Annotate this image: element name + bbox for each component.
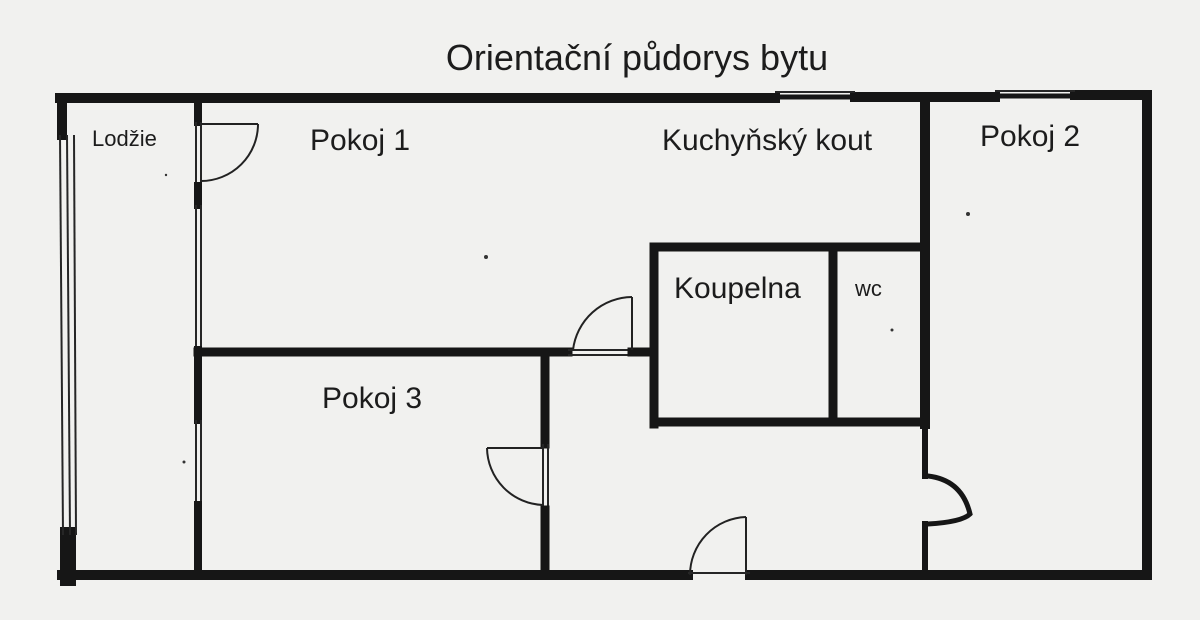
room-label-lodzie: Lodžie <box>92 126 157 151</box>
scan-specks <box>164 173 970 464</box>
room-labels: Lodžie Pokoj 1 Kuchyňský kout Pokoj 2 Ko… <box>92 120 1080 415</box>
inner-walls <box>193 93 930 580</box>
outer-walls <box>55 90 1152 586</box>
top-windows <box>775 90 1075 93</box>
room-label-pokoj3: Pokoj 3 <box>322 382 422 415</box>
room-label-koupelna: Koupelna <box>674 272 801 305</box>
door-pokoj2 <box>925 473 973 527</box>
loggia-window <box>59 134 77 536</box>
room-label-pokoj1: Pokoj 1 <box>310 124 410 157</box>
room-label-wc: wc <box>854 276 882 301</box>
room-label-kuchynsky-kout: Kuchyňský kout <box>662 124 873 157</box>
room-label-pokoj2: Pokoj 2 <box>980 120 1080 153</box>
door-loggia <box>200 123 259 182</box>
plan-title: Orientační půdorys bytu <box>446 37 828 78</box>
doors <box>200 123 973 576</box>
door-pokoj1 <box>572 296 633 351</box>
door-entrance <box>688 516 750 576</box>
door-pokoj3 <box>486 447 544 506</box>
